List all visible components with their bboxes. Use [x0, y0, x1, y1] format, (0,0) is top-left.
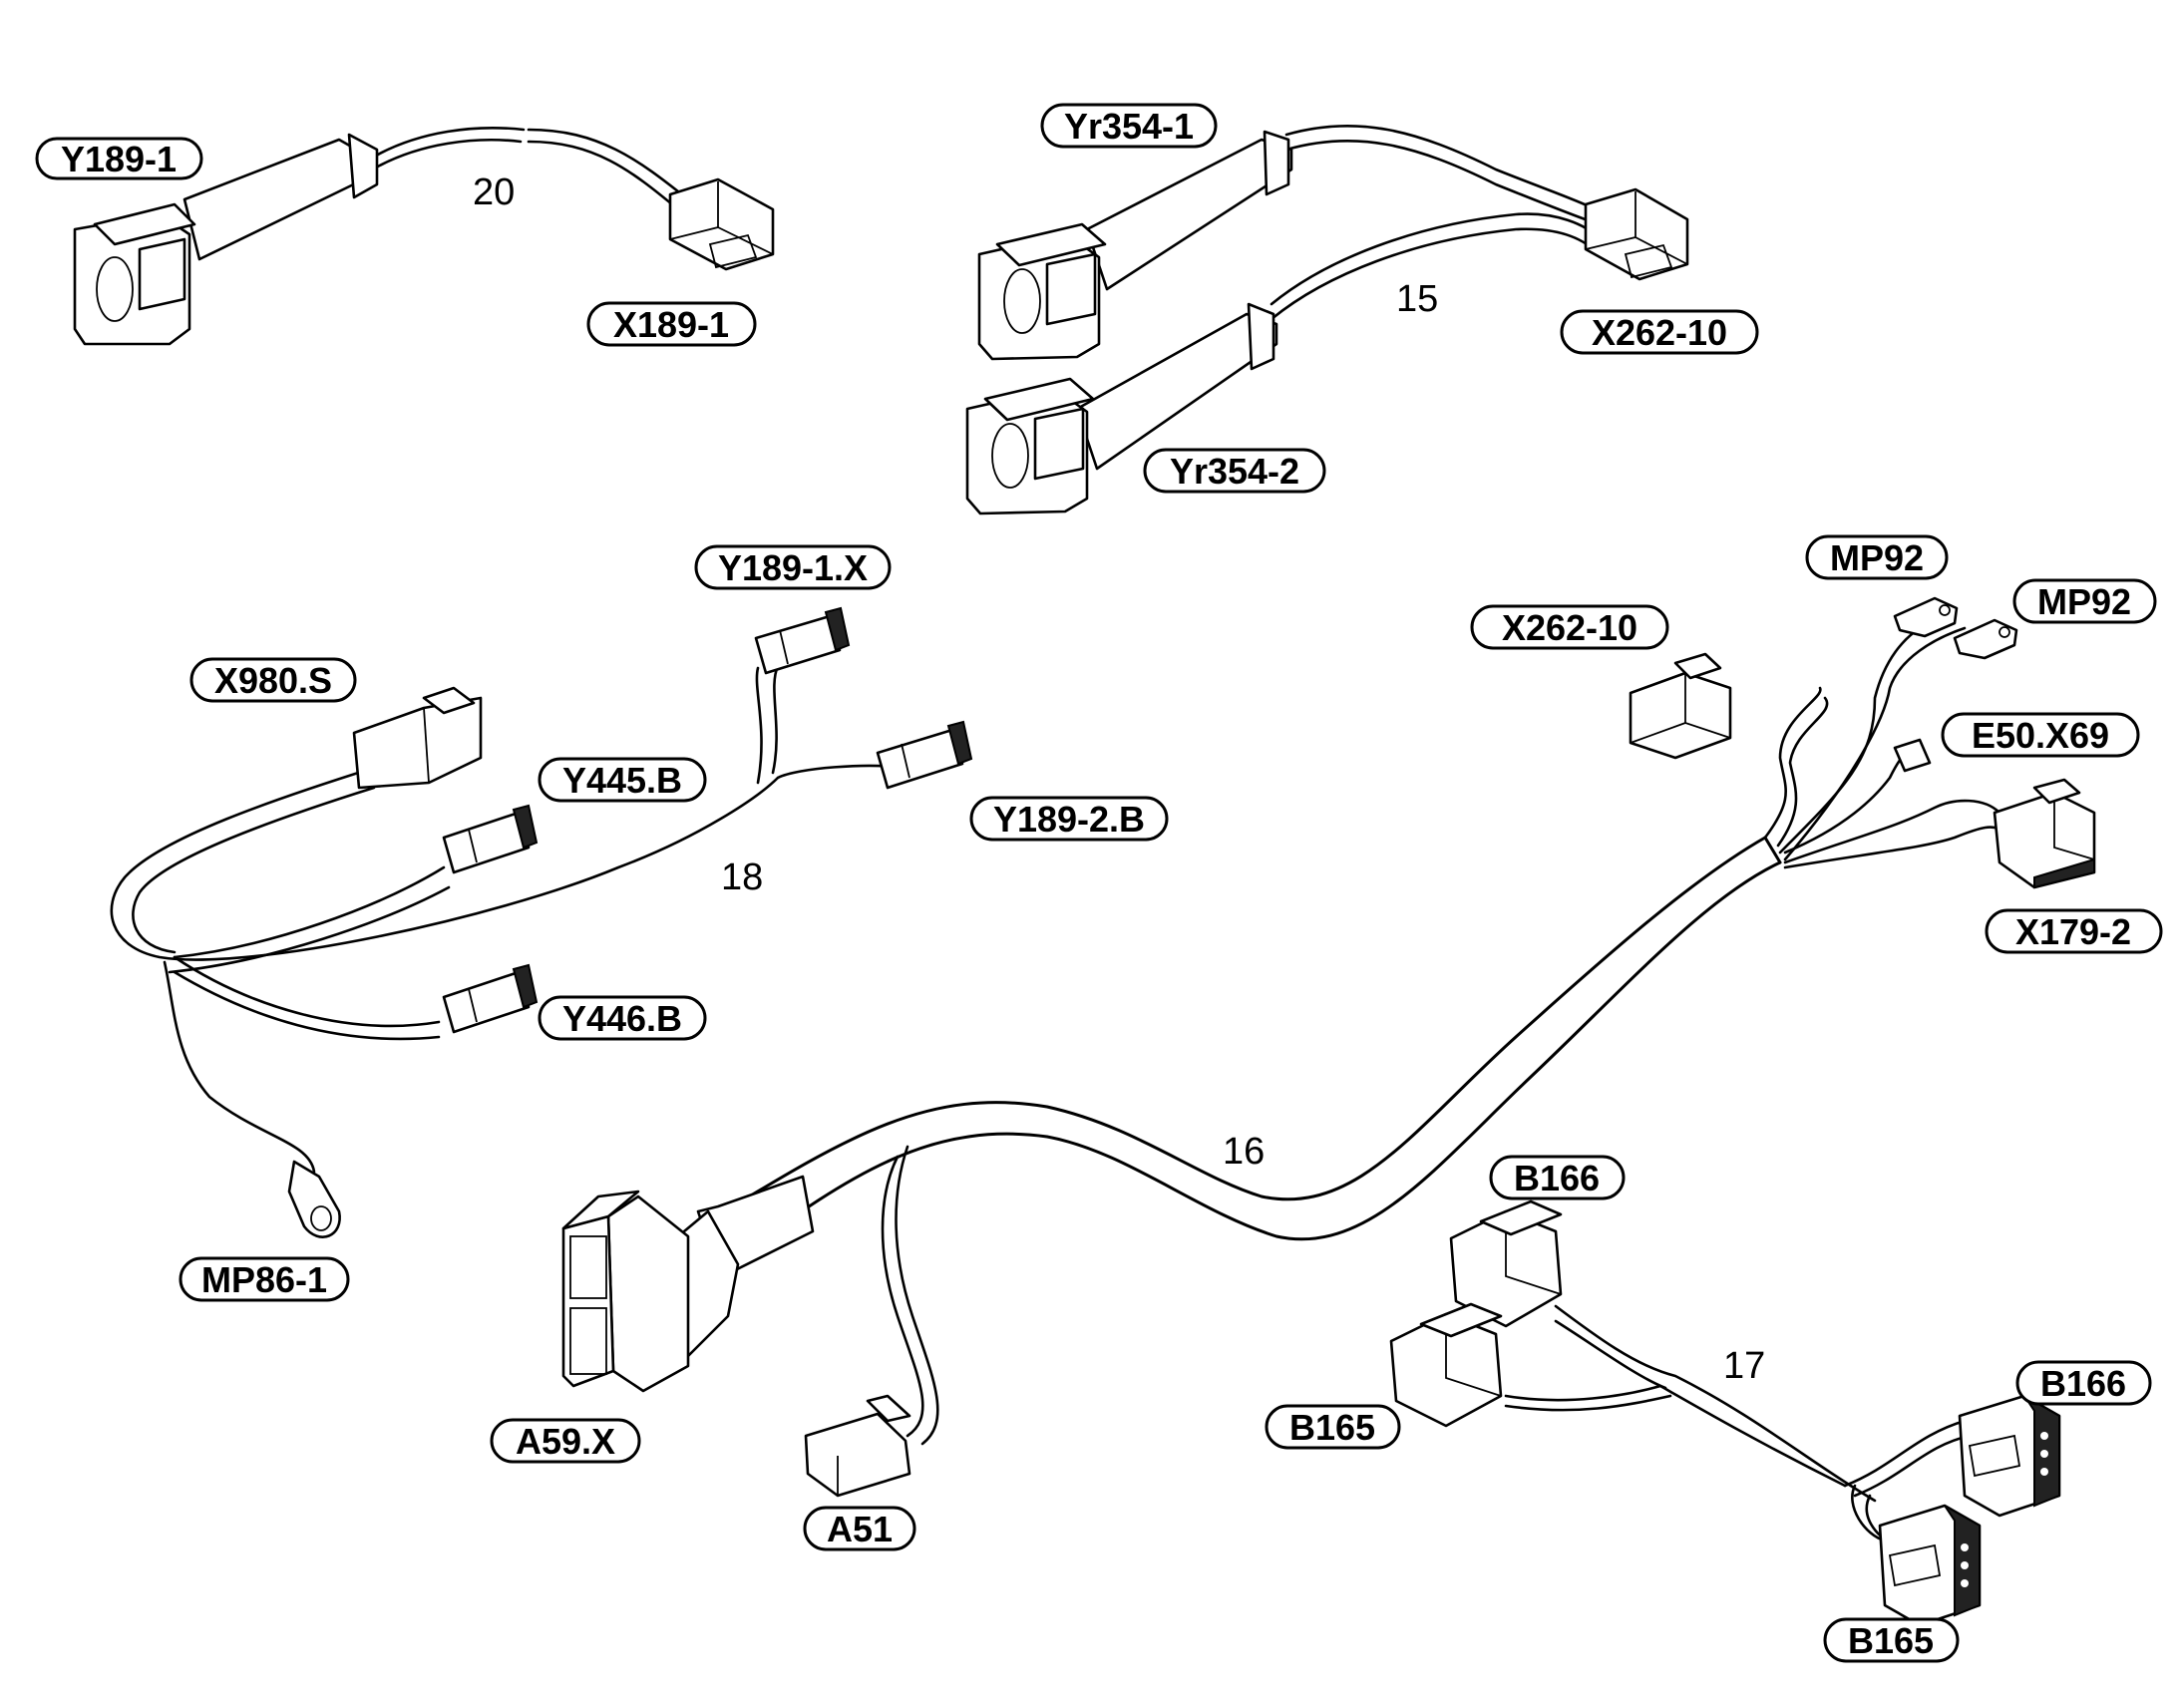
connector-x189-1	[668, 177, 775, 271]
svg-text:X262-10: X262-10	[1502, 607, 1637, 648]
connector-x179-2	[1993, 778, 2096, 889]
svg-text:Yr354-2: Yr354-2	[1170, 451, 1299, 492]
label-y445-b: Y445.B	[538, 757, 707, 803]
item-number-15: 15	[1396, 278, 1438, 320]
connector-yr354-1	[977, 222, 1107, 361]
item-number-20: 20	[473, 171, 515, 213]
label-x189-1: X189-1	[586, 301, 757, 347]
svg-text:X980.S: X980.S	[214, 660, 332, 701]
label-y189-2-b: Y189-2.B	[969, 796, 1169, 842]
label-y189-1-x: Y189-1.X	[694, 544, 892, 590]
label-b166-right: B166	[2015, 1360, 2152, 1406]
connector-b165-bottom	[1878, 1504, 1982, 1627]
connector-e50-x69	[1893, 738, 1932, 773]
connector-x980-s	[352, 686, 483, 790]
svg-text:Y446.B: Y446.B	[562, 998, 682, 1039]
label-x262-10-top: X262-10	[1560, 309, 1759, 355]
label-b165-bottom: B165	[1823, 1617, 1960, 1663]
label-x179-2: X179-2	[1985, 908, 2163, 954]
item-number-18: 18	[721, 856, 763, 898]
label-e50-x69: E50.X69	[1941, 712, 2140, 758]
svg-text:MP86-1: MP86-1	[201, 1259, 327, 1300]
svg-text:X262-10: X262-10	[1592, 312, 1727, 353]
connector-a51	[804, 1394, 911, 1498]
svg-text:Y189-2.B: Y189-2.B	[993, 799, 1145, 840]
harness-16	[561, 596, 2096, 1498]
connector-y445-b	[442, 804, 539, 874]
connector-y189-2-b	[876, 720, 973, 790]
connector-y189-1-x	[754, 606, 851, 675]
label-y189-1: Y189-1	[35, 137, 203, 180]
svg-text:B165: B165	[1289, 1407, 1375, 1448]
svg-text:A51: A51	[827, 1509, 893, 1549]
svg-text:E50.X69: E50.X69	[1972, 715, 2109, 756]
item-number-16: 16	[1223, 1131, 1265, 1173]
label-mp92-b: MP92	[2012, 578, 2157, 624]
svg-text:Yr354-1: Yr354-1	[1064, 106, 1194, 147]
svg-text:MP92: MP92	[1830, 537, 1924, 578]
connector-a59-x	[561, 1175, 815, 1393]
svg-text:X179-2: X179-2	[2015, 911, 2131, 952]
label-b166-top: B166	[1489, 1155, 1626, 1200]
harness-20	[73, 127, 775, 346]
label-b165-left: B165	[1265, 1404, 1401, 1450]
ring-terminal-mp92-a	[1893, 596, 1959, 638]
svg-text:Y189-1.X: Y189-1.X	[718, 547, 868, 588]
item-number-17: 17	[1723, 1345, 1765, 1387]
ring-terminal-mp86-1	[287, 1160, 341, 1238]
svg-text:Y189-1: Y189-1	[61, 139, 177, 179]
connector-b166-top	[1449, 1199, 1563, 1328]
svg-text:X189-1: X189-1	[613, 304, 729, 345]
harness-18	[110, 606, 973, 1238]
ring-terminal-mp92-b	[1953, 618, 2018, 660]
connector-yr354-2	[965, 377, 1095, 515]
connector-b166-right	[1958, 1394, 2061, 1518]
svg-text:Y445.B: Y445.B	[562, 760, 682, 801]
connector-x262-10-top	[1584, 187, 1689, 281]
svg-text:B166: B166	[2040, 1363, 2126, 1404]
svg-text:B165: B165	[1848, 1620, 1934, 1661]
label-x980-s: X980.S	[189, 657, 357, 703]
svg-text:MP92: MP92	[2037, 581, 2131, 622]
label-yr354-1: Yr354-1	[1040, 103, 1218, 149]
label-a51: A51	[803, 1506, 916, 1551]
svg-text:A59.X: A59.X	[516, 1421, 615, 1462]
harness-15	[965, 124, 1689, 515]
connector-b165-left	[1389, 1302, 1503, 1428]
label-mp86-1: MP86-1	[179, 1256, 350, 1302]
label-a59-x: A59.X	[490, 1418, 641, 1464]
label-mp92-a: MP92	[1805, 534, 1949, 580]
label-x262-10-right: X262-10	[1470, 604, 1669, 650]
connector-y446-b	[442, 963, 539, 1034]
connector-x262-10-right	[1629, 652, 1732, 760]
svg-text:B166: B166	[1514, 1158, 1600, 1198]
label-y446-b: Y446.B	[538, 995, 707, 1041]
harness-17	[1389, 1199, 2061, 1627]
connector-y189-1	[73, 202, 196, 346]
label-yr354-2: Yr354-2	[1143, 448, 1326, 494]
